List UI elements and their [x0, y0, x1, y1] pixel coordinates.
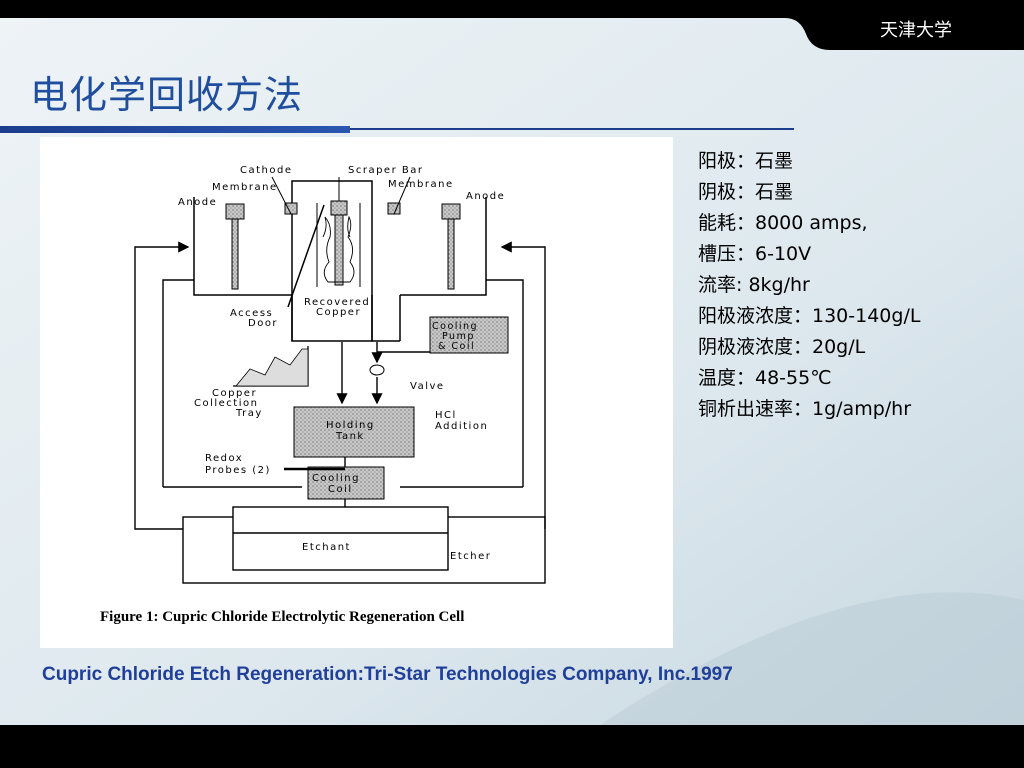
copper-collection-tray: [233, 346, 309, 387]
label-membrane-left: Membrane: [212, 182, 278, 193]
label-access-2: Door: [248, 318, 278, 329]
etcher-box: [182, 506, 546, 584]
university-label: 天津大学: [880, 20, 952, 41]
label-holding-1: Holding: [326, 420, 375, 431]
spec-anolyte: 阳极液浓度：130-140g/L: [698, 305, 921, 327]
label-copper-tray-1: Copper: [212, 388, 257, 399]
label-cooling-pump-3: & Coil: [438, 341, 475, 352]
anode-right: [441, 203, 461, 290]
label-etchant: Etchant: [302, 542, 351, 553]
electrolytic-cell-diagram: Cathode Scraper Bar Membrane Membrane An…: [100, 165, 546, 625]
membrane-left-tip: [284, 202, 298, 215]
label-anode-left: Anode: [178, 197, 217, 208]
holding-tank-box: [293, 406, 415, 458]
spec-catholyte: 阴极液浓度：20g/L: [698, 336, 866, 358]
label-hcl-2: Addition: [435, 421, 488, 432]
spec-copper-rate: 铜析出速率：1g/amp/hr: [698, 398, 912, 420]
label-redox-1: Redox: [205, 453, 243, 464]
label-hcl-1: HCl: [435, 410, 457, 421]
label-anode-right: Anode: [466, 191, 505, 202]
source-caption: Cupric Chloride Etch Regeneration:Tri-St…: [42, 664, 733, 685]
label-redox-2: Probes (2): [205, 465, 271, 476]
valve-symbol: [369, 364, 385, 376]
label-cooling-pump-2: Pump: [442, 331, 475, 342]
label-copper-tray-2: Collection: [194, 398, 258, 409]
spec-voltage: 槽压：6-10V: [698, 243, 812, 265]
label-valve: Valve: [410, 381, 445, 392]
spec-cathode: 阴极：石墨: [698, 181, 794, 203]
spec-flow-rate: 流率: 8kg/hr: [698, 274, 810, 296]
label-membrane-right: Membrane: [388, 179, 454, 190]
label-cathode: Cathode: [240, 165, 293, 176]
title-rule-thick: [0, 126, 350, 133]
cooling-pump-box: [429, 316, 509, 354]
flow-lines: [134, 241, 546, 530]
cooling-coil-box: [307, 466, 385, 500]
figure-caption: Figure 1: Cupric Chloride Electrolytic R…: [100, 609, 464, 625]
spec-energy: 能耗：8000 amps,: [698, 212, 868, 234]
label-cooling-coil-2: Coil: [328, 484, 353, 495]
label-recovered-2: Copper: [316, 307, 361, 318]
spec-list: 阳极：石墨 阴极：石墨 能耗：8000 amps, 槽压：6-10V 流率: 8…: [698, 146, 920, 425]
label-cooling-pump-1: Cooling: [432, 321, 478, 332]
label-cooling-coil-1: Cooling: [312, 473, 360, 484]
label-scraper-bar: Scraper Bar: [348, 165, 423, 176]
label-etcher: Etcher: [450, 551, 491, 562]
spec-temperature: 温度：48-55℃: [698, 367, 832, 389]
label-access-1: Access: [230, 308, 273, 319]
cathode: [316, 200, 361, 287]
page-title: 电化学回收方法: [30, 73, 304, 117]
anode-left: [225, 203, 245, 290]
diagram-panel: Cathode Scraper Bar Membrane Membrane An…: [40, 137, 673, 648]
label-copper-tray-3: Tray: [235, 408, 263, 419]
spec-anode: 阳极：石墨: [698, 150, 794, 172]
title-rule-thin: [350, 128, 794, 130]
diagram-labels: Cathode Scraper Bar Membrane Membrane An…: [178, 165, 505, 562]
label-recovered-1: Recovered: [304, 297, 370, 308]
label-holding-2: Tank: [335, 431, 365, 442]
